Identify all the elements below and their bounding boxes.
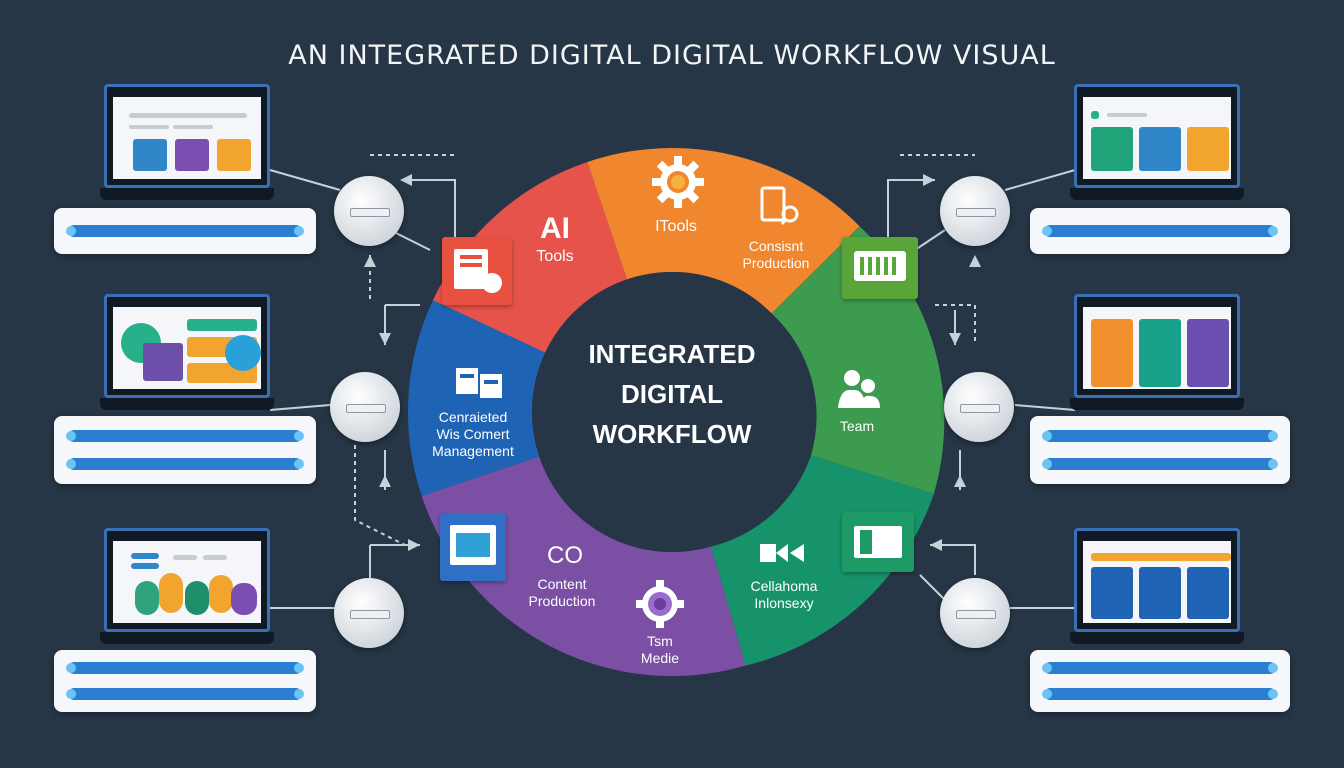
diagram-title: AN INTEGRATED DIGITAL DIGITAL WORKFLOW V…	[288, 40, 1056, 71]
video-icon	[760, 544, 804, 562]
laptop-left-bottom	[100, 528, 274, 644]
bar-card-right-top	[1030, 208, 1290, 254]
clipboard-icon	[760, 186, 799, 225]
video-card-icon	[440, 513, 506, 581]
node-left-top	[334, 176, 404, 246]
content-production-bottom-line-1: Content	[537, 576, 587, 592]
content-management-line-3: Management	[432, 443, 514, 459]
clapper-icon	[842, 512, 914, 572]
team-label: Team	[839, 418, 875, 434]
center-hub	[532, 272, 812, 552]
media-gear-icon	[636, 580, 684, 628]
collaboration-line-1: Cellahoma	[750, 578, 818, 594]
team-media-line-2: Medie	[640, 650, 680, 666]
itools-label: ITools	[655, 218, 697, 235]
laptop-right-middle	[1070, 294, 1244, 410]
segment-content-management	[408, 300, 546, 496]
center-line-1: INTEGRATED	[588, 339, 756, 369]
node-right-bottom	[940, 578, 1010, 648]
connector-left-middle	[269, 404, 331, 411]
node-left-bottom	[334, 578, 404, 648]
collaboration-line-2: Inlonsexy	[754, 595, 814, 611]
segment-collaboration	[711, 455, 934, 666]
bar-card-left-middle	[54, 416, 316, 484]
laptop-left-middle	[100, 294, 274, 410]
laptop-left-top	[100, 84, 274, 200]
content-management-line-1: Cenraieted	[438, 409, 508, 425]
segment-itools	[587, 148, 860, 314]
team-icon	[838, 370, 880, 408]
ai-tools-label: Tools	[536, 248, 574, 265]
connector-right-middle	[1014, 404, 1076, 411]
bar-card-right-middle	[1030, 416, 1290, 484]
arrowheads	[364, 174, 981, 551]
gear-icon	[652, 156, 704, 208]
connector-left-top	[269, 169, 341, 191]
content-production-top-line-1: Consisnt	[748, 238, 804, 254]
connector-right-top	[1004, 169, 1076, 191]
content-icon	[456, 368, 502, 398]
ai-heading: AI	[540, 212, 570, 245]
laptop-right-bottom	[1070, 528, 1244, 644]
tools-card-icon	[442, 237, 512, 305]
bar-card-left-top	[54, 208, 316, 254]
film-icon	[842, 237, 918, 299]
team-media-line-1: Tsm	[647, 633, 673, 649]
content-production-bottom-line-2: Production	[528, 593, 596, 609]
content-management-line-2: Wis Comert	[436, 426, 510, 442]
co-heading: CO	[547, 542, 583, 569]
center-line-3: WORKFLOW	[592, 419, 752, 449]
node-right-middle	[944, 372, 1014, 442]
center-line-2: DIGITAL	[620, 379, 724, 409]
laptop-right-top	[1070, 84, 1244, 200]
bar-card-right-bottom	[1030, 650, 1290, 712]
bar-card-left-bottom	[54, 650, 316, 712]
content-production-top-line-2: Production	[742, 255, 810, 271]
node-right-top	[940, 176, 1010, 246]
node-left-middle	[330, 372, 400, 442]
